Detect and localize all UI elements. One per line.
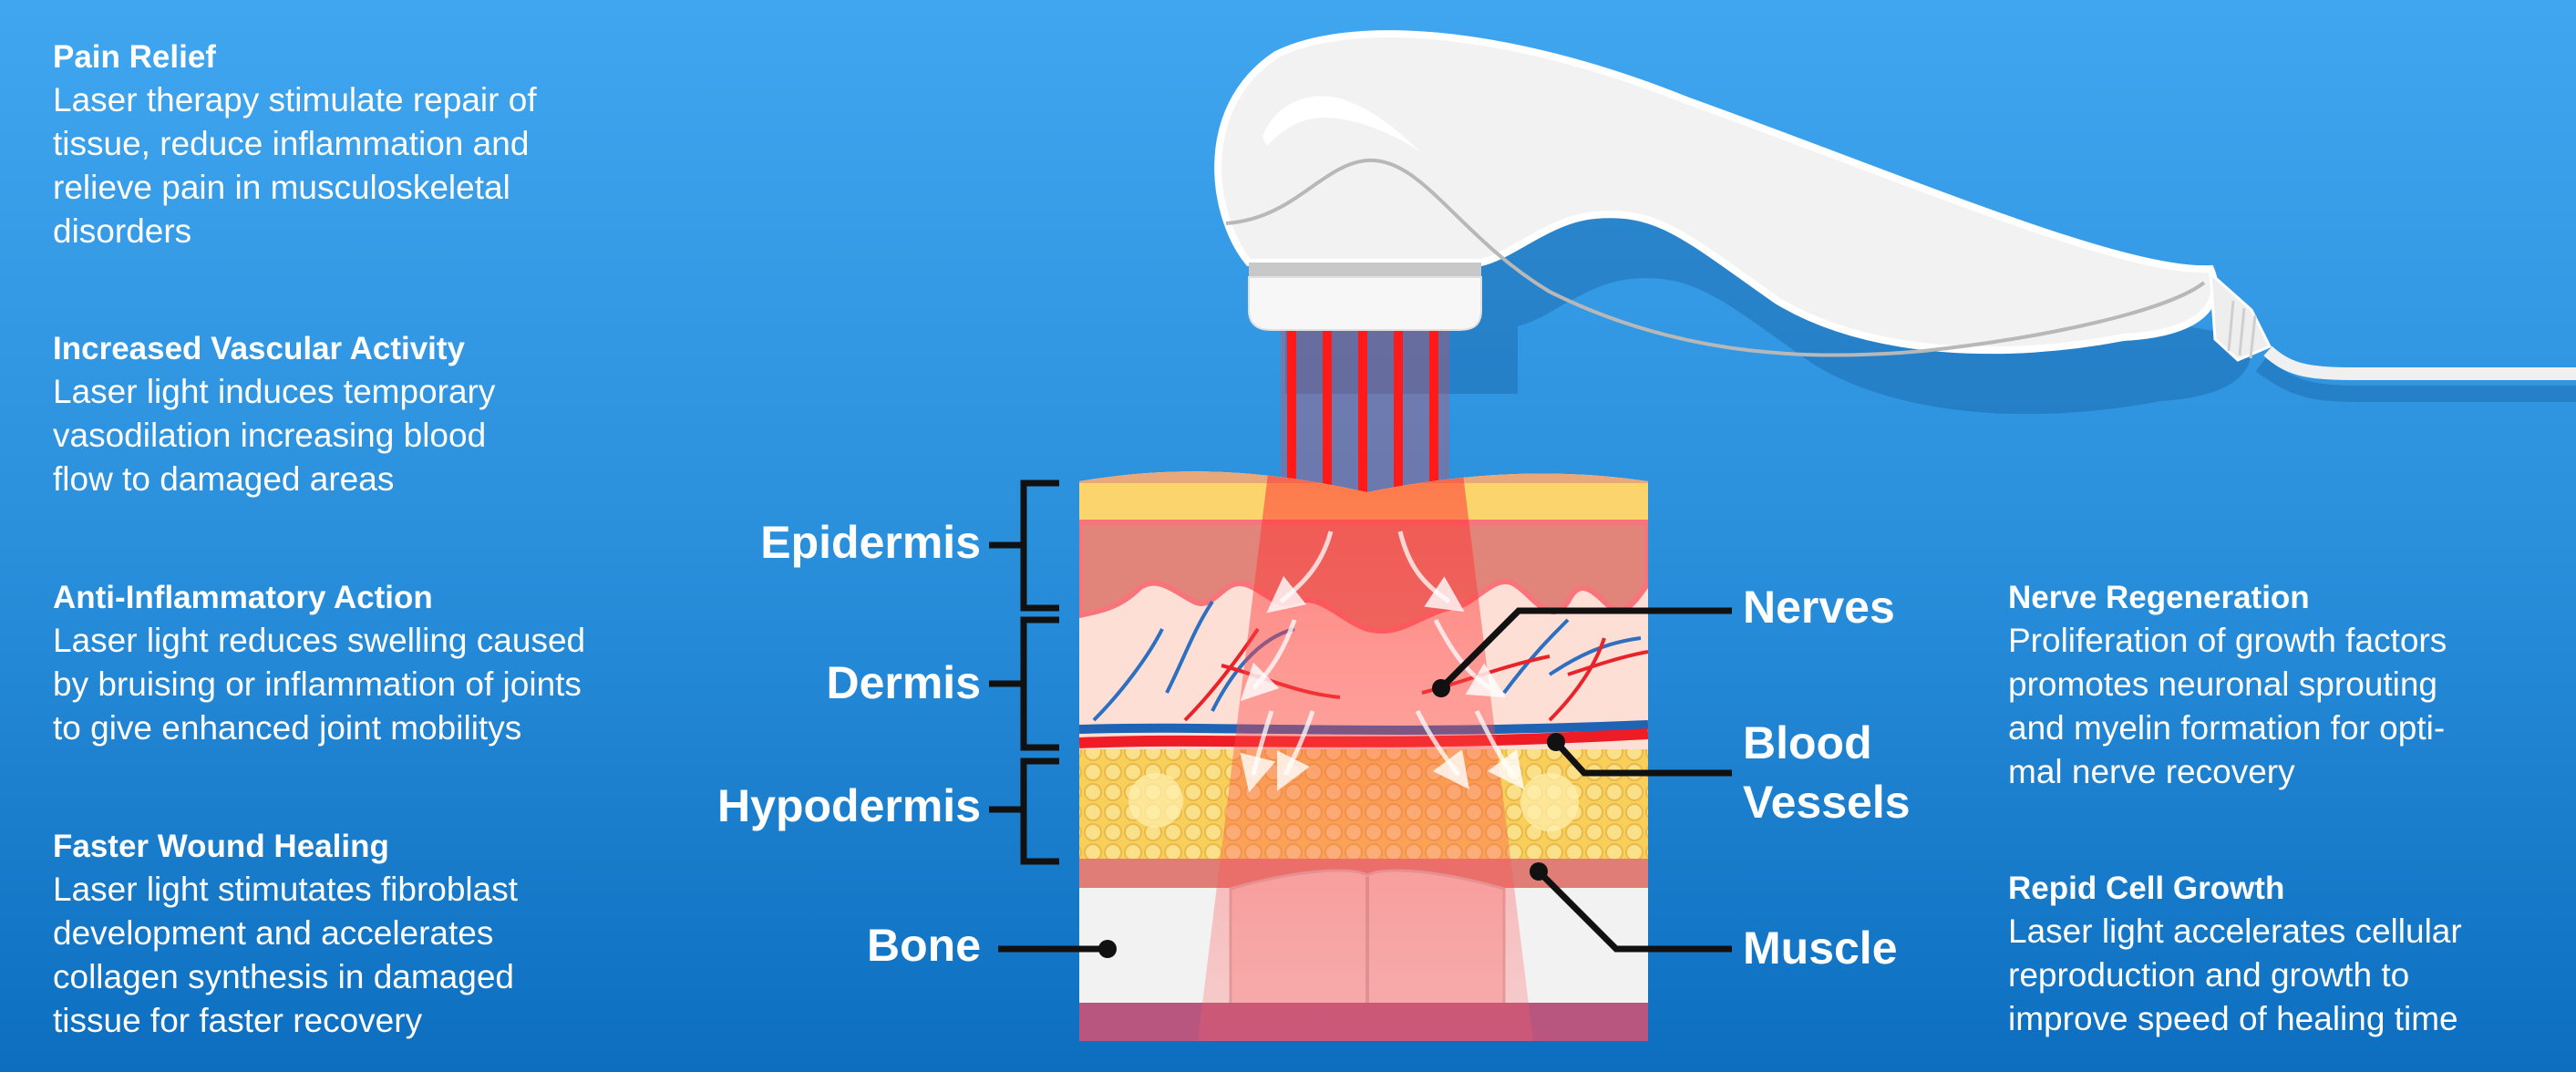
benefit-vascular-activity: Increased Vascular Activity Laser light …: [53, 328, 727, 501]
label-epidermis: Epidermis: [760, 517, 981, 568]
benefit-line: development and accelerates: [53, 914, 494, 952]
label-bone: Bone: [867, 920, 981, 971]
benefit-title: Anti-Inflammatory Action: [53, 580, 433, 615]
benefit-title: Increased Vascular Activity: [53, 331, 466, 366]
laser-light-cone: [1198, 474, 1533, 1041]
benefit-line: reproduction and growth to: [2008, 956, 2410, 994]
benefit-line: by bruising or inflammation of joints: [53, 665, 582, 703]
benefit-line: vasodilation increasing blood: [53, 417, 487, 454]
benefit-line: relieve pain in musculoskeletal: [53, 169, 510, 206]
benefit-line: mal nerve recovery: [2008, 753, 2295, 790]
benefit-line: Laser light stimutates fibroblast: [53, 871, 519, 908]
dermis-bracket: [989, 616, 1059, 751]
label-blood: Blood: [1743, 717, 1872, 768]
blood-vessels-leader: [1553, 739, 1732, 777]
benefit-line: Laser therapy stimulate repair of: [53, 81, 537, 119]
layer-brackets: [989, 479, 1059, 865]
leader-lines: [998, 607, 1732, 953]
epidermis-bracket: [989, 479, 1059, 612]
hypodermis-bracket: [989, 758, 1059, 865]
benefit-anti-inflammatory: Anti-Inflammatory Action Laser light red…: [53, 577, 727, 750]
benefit-line: to give enhanced joint mobilitys: [53, 709, 522, 747]
laser-beams: [1281, 328, 1449, 497]
benefit-line: flow to damaged areas: [53, 460, 395, 498]
benefit-line: improve speed of healing time: [2008, 1000, 2458, 1037]
nerves-leader: [1438, 607, 1732, 691]
light-arrows: [1240, 531, 1524, 793]
benefit-line: tissue for faster recovery: [53, 1002, 423, 1039]
benefit-line: Laser light accelerates cellular: [2008, 912, 2462, 950]
label-nerves: Nerves: [1743, 582, 1895, 633]
benefit-pain-relief: Pain Relief Laser therapy stimulate repa…: [53, 36, 727, 253]
label-vessels: Vessels: [1743, 777, 1911, 828]
benefit-title: Pain Relief: [53, 39, 216, 75]
laser-device: [1214, 30, 2576, 380]
benefit-line: collagen synthesis in damaged: [53, 958, 514, 995]
benefit-line: Laser light reduces swelling caused: [53, 622, 586, 659]
benefit-nerve-regeneration: Nerve Regeneration Proliferation of grow…: [2008, 577, 2573, 794]
benefit-line: disorders: [53, 212, 192, 250]
benefit-wound-healing: Faster Wound Healing Laser light stimuta…: [53, 826, 727, 1043]
benefit-line: Laser light induces temporary: [53, 373, 496, 410]
benefit-line: tissue, reduce inflammation and: [53, 125, 530, 162]
label-hypodermis: Hypodermis: [717, 780, 981, 831]
label-muscle: Muscle: [1743, 923, 1898, 974]
skin-cross-section: [1079, 471, 1648, 1041]
benefit-line: and myelin formation for opti-: [2008, 709, 2446, 747]
benefit-line: promotes neuronal sprouting: [2008, 665, 2438, 703]
benefit-title: Repid Cell Growth: [2008, 871, 2285, 906]
label-dermis: Dermis: [826, 657, 981, 708]
benefit-line: Proliferation of growth factors: [2008, 622, 2447, 659]
muscle-leader: [1536, 869, 1732, 953]
benefit-title: Nerve Regeneration: [2008, 580, 2310, 615]
benefit-cell-growth: Repid Cell Growth Laser light accelerate…: [2008, 868, 2573, 1041]
benefit-title: Faster Wound Healing: [53, 829, 389, 864]
